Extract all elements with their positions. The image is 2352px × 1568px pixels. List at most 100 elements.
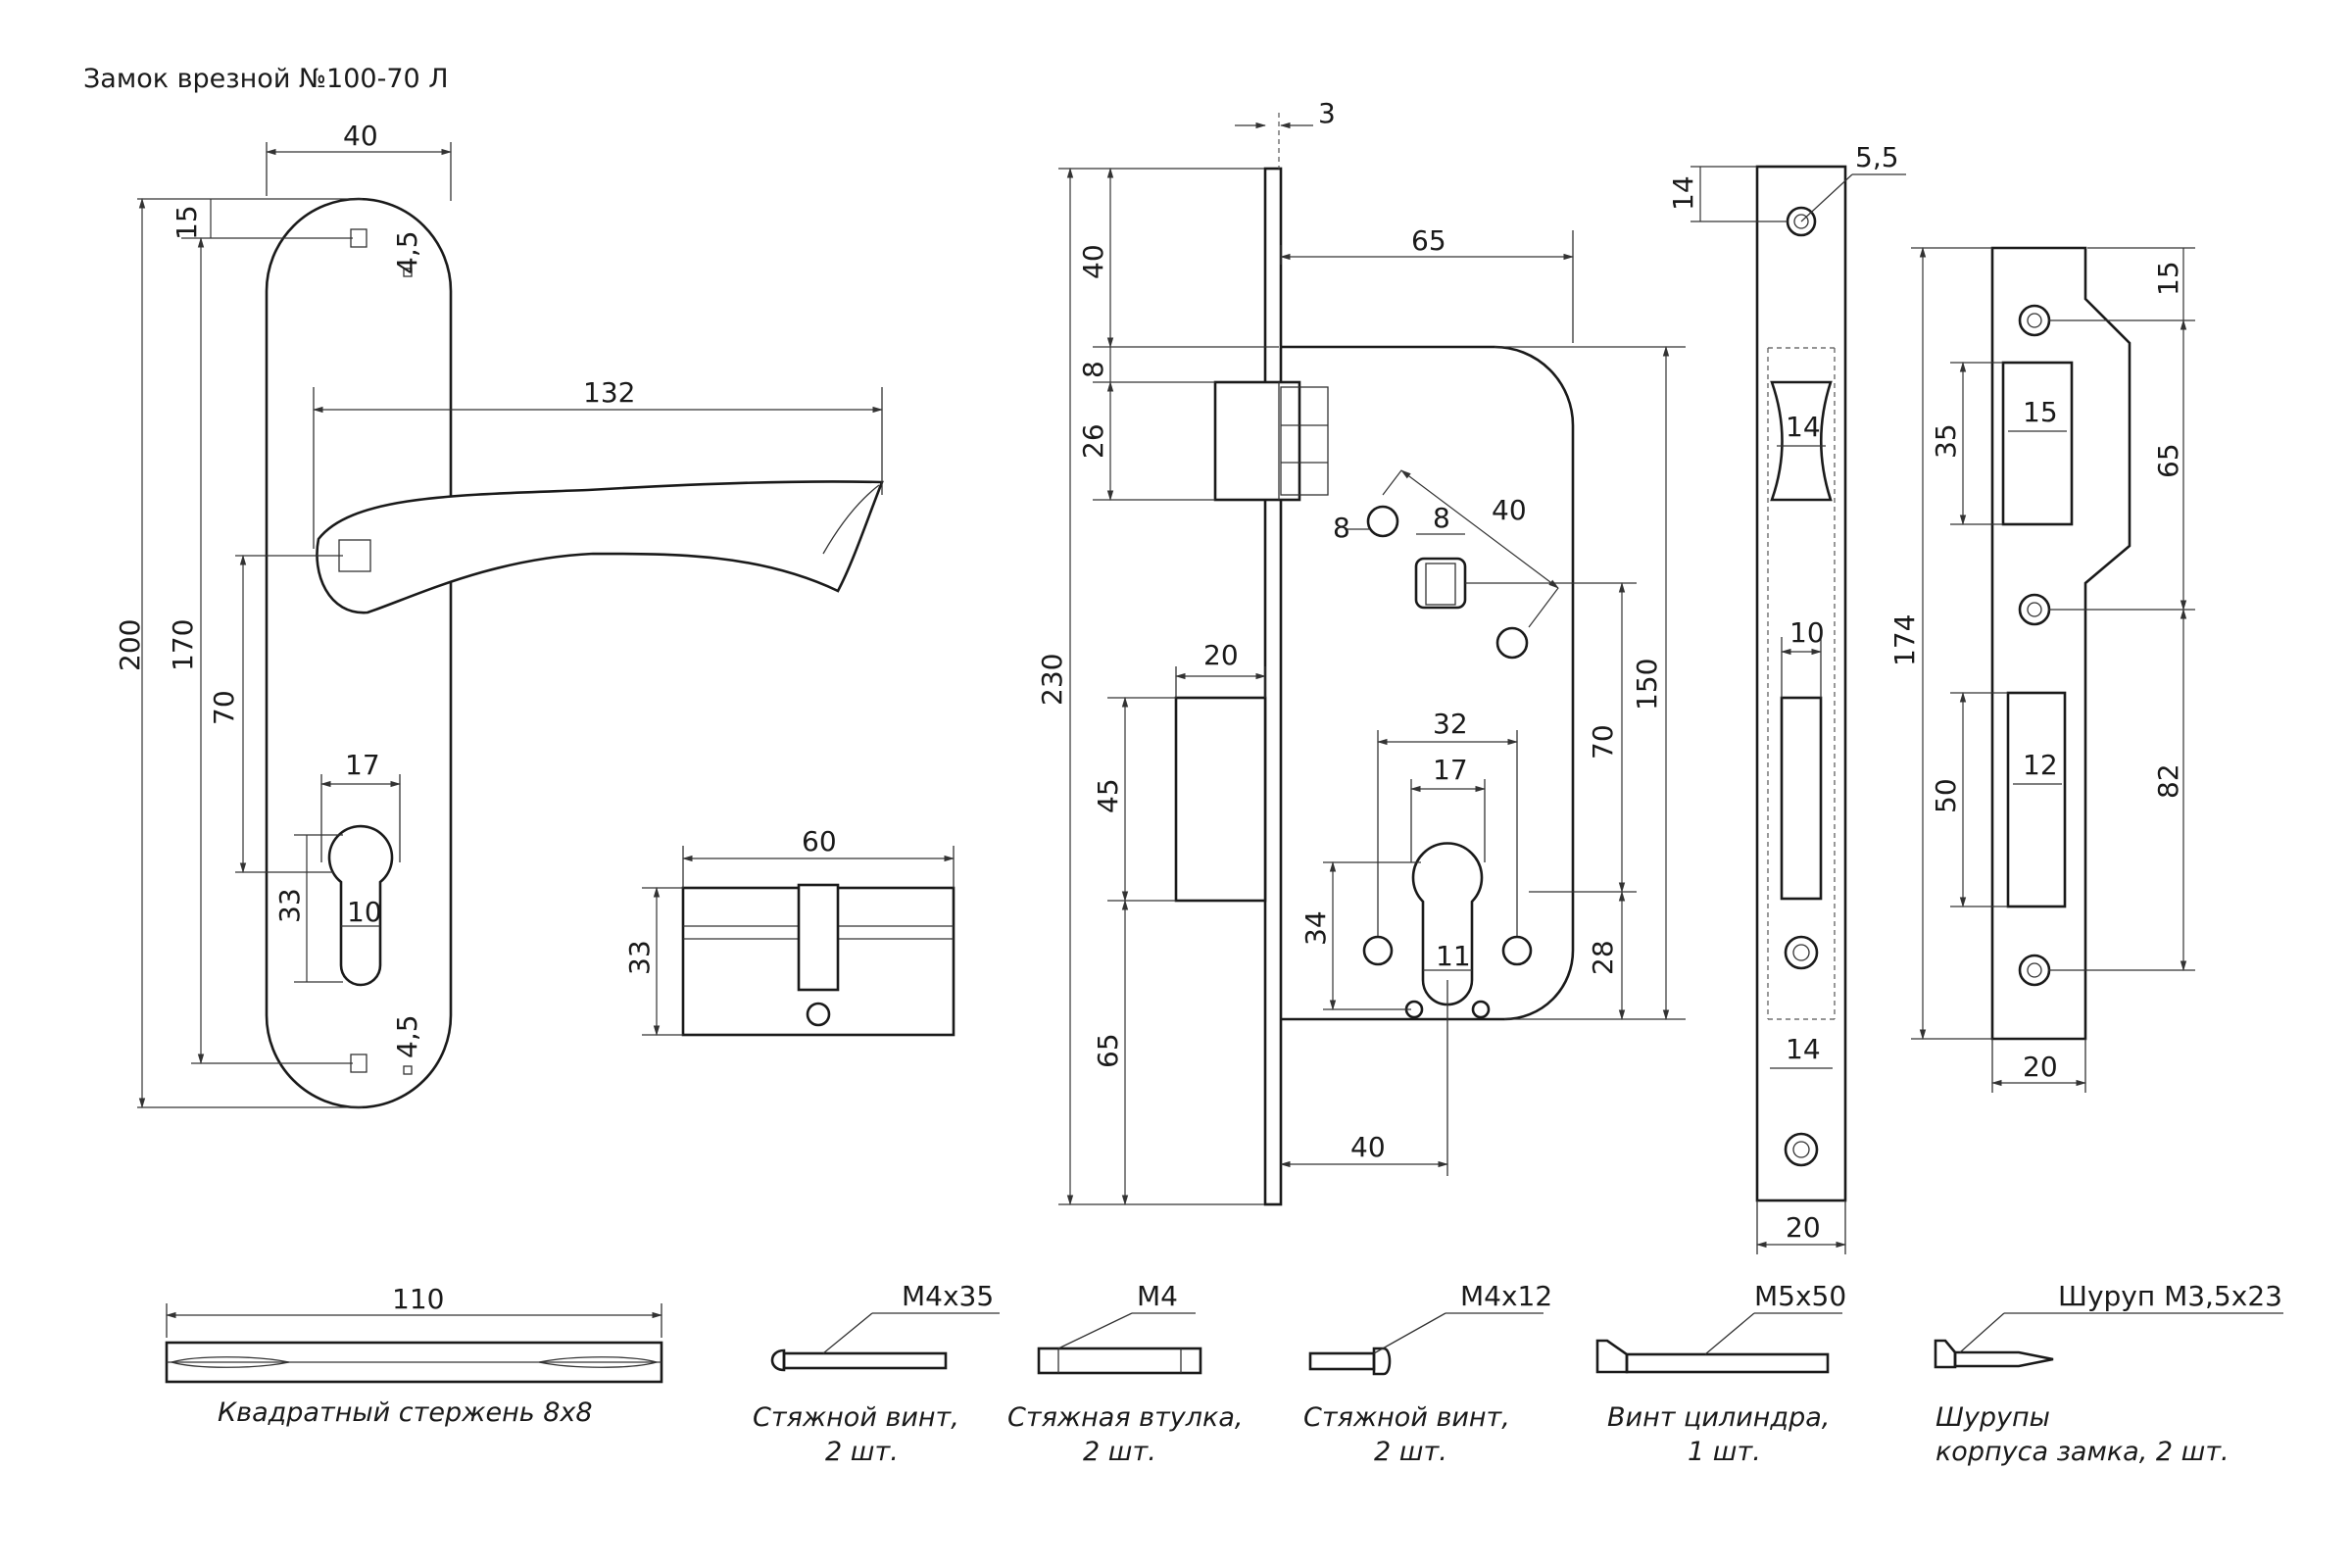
handle-view: 40 15 4,5 132 200 170 70 17 33 10 4,5	[114, 120, 884, 1109]
dim-handle-hole-size-top: 4,5	[391, 230, 423, 274]
dim-faceplate-latch-slot: 14	[1786, 411, 1821, 443]
dim-faceplate-bottom-slot: 14	[1786, 1033, 1821, 1065]
faceplate-latch-slot	[1770, 380, 1833, 502]
dim-lock-spindle: 8	[1433, 502, 1450, 534]
dim-lock-cyl-slot: 11	[1436, 940, 1471, 972]
dim-strike-latch-slot-height: 35	[1930, 423, 1962, 459]
dim-strike-height: 174	[1888, 614, 1921, 666]
part-screw-m4x35: M4x35 Стяжной винт, 2 шт.	[753, 1280, 1000, 1467]
strike-latch-slot	[2001, 361, 2074, 526]
dim-lock-backset: 65	[1411, 224, 1446, 257]
dim-strike-bolt-slot-width: 12	[2023, 749, 2058, 781]
dim-faceplate-width: 20	[1786, 1211, 1821, 1244]
dim-handle-height: 200	[114, 619, 146, 671]
dim-strike-top-offset: 15	[2152, 261, 2184, 296]
dim-lock-cyl-axis-height: 28	[1587, 940, 1619, 975]
part-wood-screw-name: Шурупы	[1936, 1402, 2050, 1433]
part-square-bar-name: Квадратный стержень 8х8	[218, 1397, 593, 1428]
dim-lock-deadbolt-width: 20	[1203, 639, 1239, 671]
part-screw-m4x12-spec: M4x12	[1460, 1280, 1552, 1312]
part-square-bar: 110 Квадратный стержень 8х8	[165, 1283, 663, 1428]
faceplate-bolt-slot	[1780, 696, 1823, 901]
dim-handle-holes-span: 170	[167, 619, 199, 671]
handle-lever	[316, 480, 884, 614]
lock-spindle-hub	[1414, 557, 1467, 610]
lock-latch	[1213, 380, 1301, 502]
lock-case	[1281, 345, 1575, 1021]
strike-hole-mid	[2018, 593, 2051, 626]
faceplate-hole-bottom	[1784, 1132, 1819, 1167]
part-wood-screw-spec: Шуруп М3,5х23	[2058, 1280, 2282, 1312]
handle-bottom-screw-hole	[350, 1054, 368, 1073]
part-wood-screw: Шуруп М3,5х23 Шурупы корпуса замка, 2 шт…	[1934, 1280, 2283, 1467]
dim-strike-hole-span-top: 65	[2152, 443, 2184, 478]
dim-lock-cyl-profile-width: 17	[1433, 754, 1468, 786]
dim-handle-hole-size-bottom: 4,5	[391, 1014, 423, 1058]
dim-strike-latch-slot-width: 15	[2023, 396, 2058, 428]
part-screw-m4x35-name: Стяжной винт,	[753, 1402, 959, 1433]
dim-lock-cyl-holes-span: 32	[1433, 708, 1468, 740]
handle-top-screw-hole	[350, 228, 368, 248]
faceplate-view: 14 5,5 14 10 14 20	[1667, 141, 1906, 1254]
dim-strike-bolt-slot-height: 50	[1930, 778, 1962, 813]
part-screw-m5x50-spec: M5x50	[1754, 1280, 1846, 1312]
faceplate-outline	[1755, 165, 1847, 1202]
dim-lock-latch-width: 8	[1077, 361, 1109, 378]
dim-handle-cyl-width: 17	[345, 749, 380, 781]
dim-lock-total-height: 230	[1036, 654, 1068, 706]
dim-faceplate-hole-diameter: 5,5	[1855, 141, 1899, 173]
part-screw-m5x50-qty: 1 шт.	[1688, 1437, 1761, 1467]
dim-lock-bottom-offset: 65	[1092, 1033, 1124, 1068]
lock-body-view: 3 40 8 26 230 65 8 8 40 20 45 65 32	[1036, 97, 1686, 1206]
dim-lock-top-offset: 40	[1077, 244, 1109, 279]
dim-handle-top-hole: 15	[171, 205, 203, 240]
part-sleeve-m4-spec: M4	[1137, 1280, 1178, 1312]
cylinder-view: 60 33	[623, 825, 956, 1037]
strike-plate-outline	[1990, 246, 2132, 1041]
part-screw-m4x35-spec: M4x35	[902, 1280, 994, 1312]
lock-deadbolt	[1174, 696, 1267, 903]
part-sleeve-m4-name: Стяжная втулка,	[1007, 1402, 1243, 1433]
cylinder-screw-hole	[806, 1002, 831, 1027]
part-screw-m5x50-name: Винт цилиндра,	[1607, 1402, 1830, 1433]
dim-lock-screw-span: 40	[1492, 494, 1527, 526]
faceplate-hole-mid	[1784, 935, 1819, 970]
part-sleeve-m4: M4 Стяжная втулка, 2 шт.	[1007, 1280, 1243, 1467]
dim-lock-body-height: 150	[1631, 659, 1663, 710]
lock-screw-hole-top	[1366, 505, 1399, 538]
part-sleeve-m4-qty: 2 шт.	[1083, 1437, 1156, 1467]
dim-handle-axis-spacing: 70	[208, 690, 240, 725]
strike-plate-view: 174 15 35 15 65 50 12 82 20	[1888, 246, 2195, 1093]
handle-cylinder-cutout	[327, 824, 394, 987]
strike-hole-bottom	[2018, 954, 2051, 987]
dim-lock-deadbolt-height: 45	[1092, 778, 1124, 813]
dim-cylinder-length: 60	[802, 825, 837, 858]
part-screw-m4x12-name: Стяжной винт,	[1303, 1402, 1510, 1433]
cylinder-cam	[797, 883, 840, 992]
dim-strike-width: 20	[2023, 1051, 2058, 1083]
part-screw-m4x35-qty: 2 шт.	[825, 1437, 899, 1467]
dim-lock-cyl-backset: 40	[1350, 1131, 1386, 1163]
dim-handle-cyl-slot: 10	[347, 896, 382, 928]
part-screw-m4x12: M4x12 Стяжной винт, 2 шт.	[1303, 1280, 1552, 1467]
dim-lock-screw-hole: 8	[1333, 512, 1350, 544]
part-screw-m5x50: M5x50 Винт цилиндра, 1 шт.	[1595, 1280, 1846, 1467]
dim-faceplate-top-offset: 14	[1667, 175, 1699, 211]
lock-faceplate	[1263, 167, 1283, 1206]
part-wood-screw-qty: корпуса замка, 2 шт.	[1936, 1437, 2230, 1467]
dim-faceplate-thickness: 3	[1318, 97, 1336, 129]
dim-strike-hole-span-bottom: 82	[2152, 763, 2184, 799]
dim-lock-axis-distance: 70	[1587, 724, 1619, 760]
strike-bolt-slot	[2006, 691, 2067, 908]
part-screw-m4x12-qty: 2 шт.	[1374, 1437, 1447, 1467]
dim-handle-width: 40	[343, 120, 378, 152]
part-square-bar-spec: 110	[392, 1283, 444, 1315]
dim-lever-length: 132	[583, 376, 635, 409]
dim-handle-cyl-height: 33	[273, 888, 306, 923]
dim-faceplate-bolt-slot: 10	[1789, 616, 1825, 649]
dim-cylinder-height: 33	[623, 940, 656, 975]
lock-cyl-hole-left	[1362, 935, 1394, 966]
dim-lock-latch-height: 26	[1077, 423, 1109, 459]
strike-hole-top	[2018, 304, 2051, 337]
